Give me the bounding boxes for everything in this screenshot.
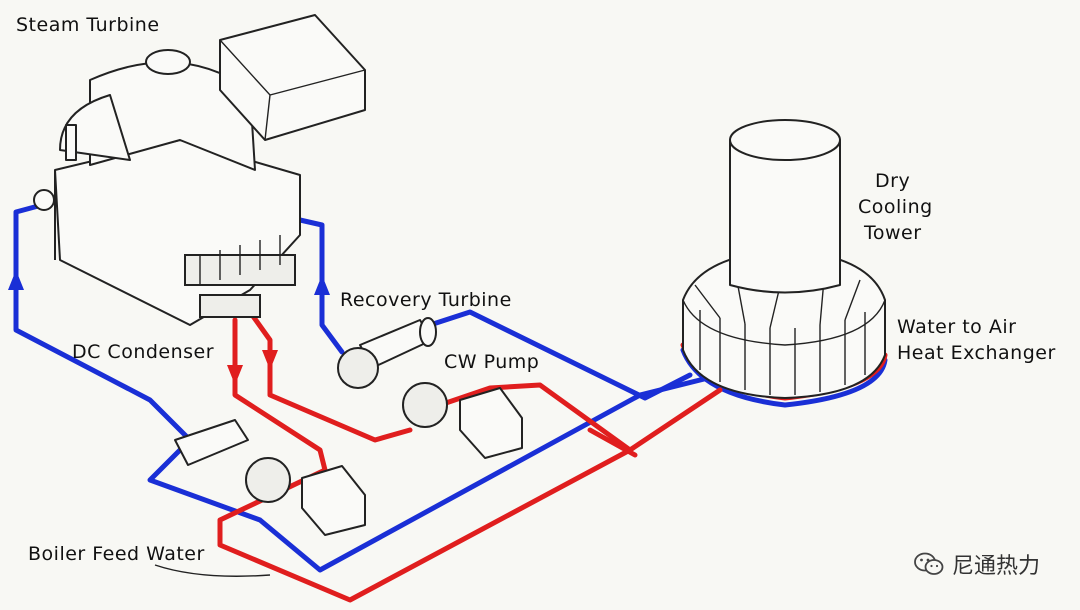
arrow-up-right	[314, 275, 330, 295]
feed-pump-motor	[301, 465, 366, 536]
arrow-down-red-2	[262, 350, 278, 370]
condenser-fins	[184, 235, 296, 286]
flow-arrows	[8, 270, 330, 385]
turbine-inlet	[59, 94, 131, 161]
boiler-feed-leader	[154, 564, 271, 577]
label-tower: Tower	[863, 222, 922, 244]
turbine-cap	[145, 49, 191, 75]
blue-pipe-turbine-to-tower	[427, 309, 693, 401]
feed-pump-turbine	[174, 419, 249, 466]
recovery-turbine-wheel	[337, 347, 379, 389]
condenser-outlet	[199, 294, 261, 318]
watermark-text: 尼通热力	[951, 554, 1040, 579]
recovery-turbine	[337, 317, 437, 389]
condenser-inlet-flange	[33, 189, 55, 211]
wechat-icon	[914, 552, 944, 575]
arrow-up-left	[8, 270, 24, 290]
labels: Steam Turbine Dry Cooling Tower Recovery…	[16, 14, 1056, 565]
watermark: 尼通热力	[914, 548, 1040, 580]
label-dry: Dry	[875, 170, 910, 192]
red-pipe-pump-to-tower	[437, 382, 633, 453]
red-pipe-crossover	[587, 427, 638, 458]
cw-pump-volute	[402, 382, 448, 428]
tower-chimney	[729, 139, 841, 294]
arrow-down-red-1	[227, 365, 243, 385]
tower-top	[729, 119, 841, 161]
label-dc-condenser: DC Condenser	[72, 341, 214, 363]
feed-pump-volute	[245, 457, 291, 503]
dry-cooling-tower	[682, 119, 886, 399]
condenser-body	[54, 139, 301, 326]
label-water-to-air: Water to Air	[897, 316, 1016, 338]
label-boiler-feed-water: Boiler Feed Water	[28, 543, 205, 565]
label-heat-exchanger: Heat Exchanger	[897, 342, 1056, 364]
boiler-feed-pump	[174, 419, 366, 536]
label-cw-pump: CW Pump	[444, 351, 539, 373]
label-recovery-turbine: Recovery Turbine	[340, 289, 512, 311]
cw-pump	[402, 382, 523, 459]
turbine-casing	[89, 61, 256, 171]
red-pipe-condenser-right	[247, 309, 413, 443]
generator	[219, 14, 366, 141]
cw-pump-motor	[459, 387, 523, 459]
red-pipe-condenser-left	[217, 317, 723, 603]
label-cooling: Cooling	[858, 196, 933, 218]
steam-turbine	[33, 14, 366, 326]
label-steam-turbine: Steam Turbine	[16, 14, 160, 36]
